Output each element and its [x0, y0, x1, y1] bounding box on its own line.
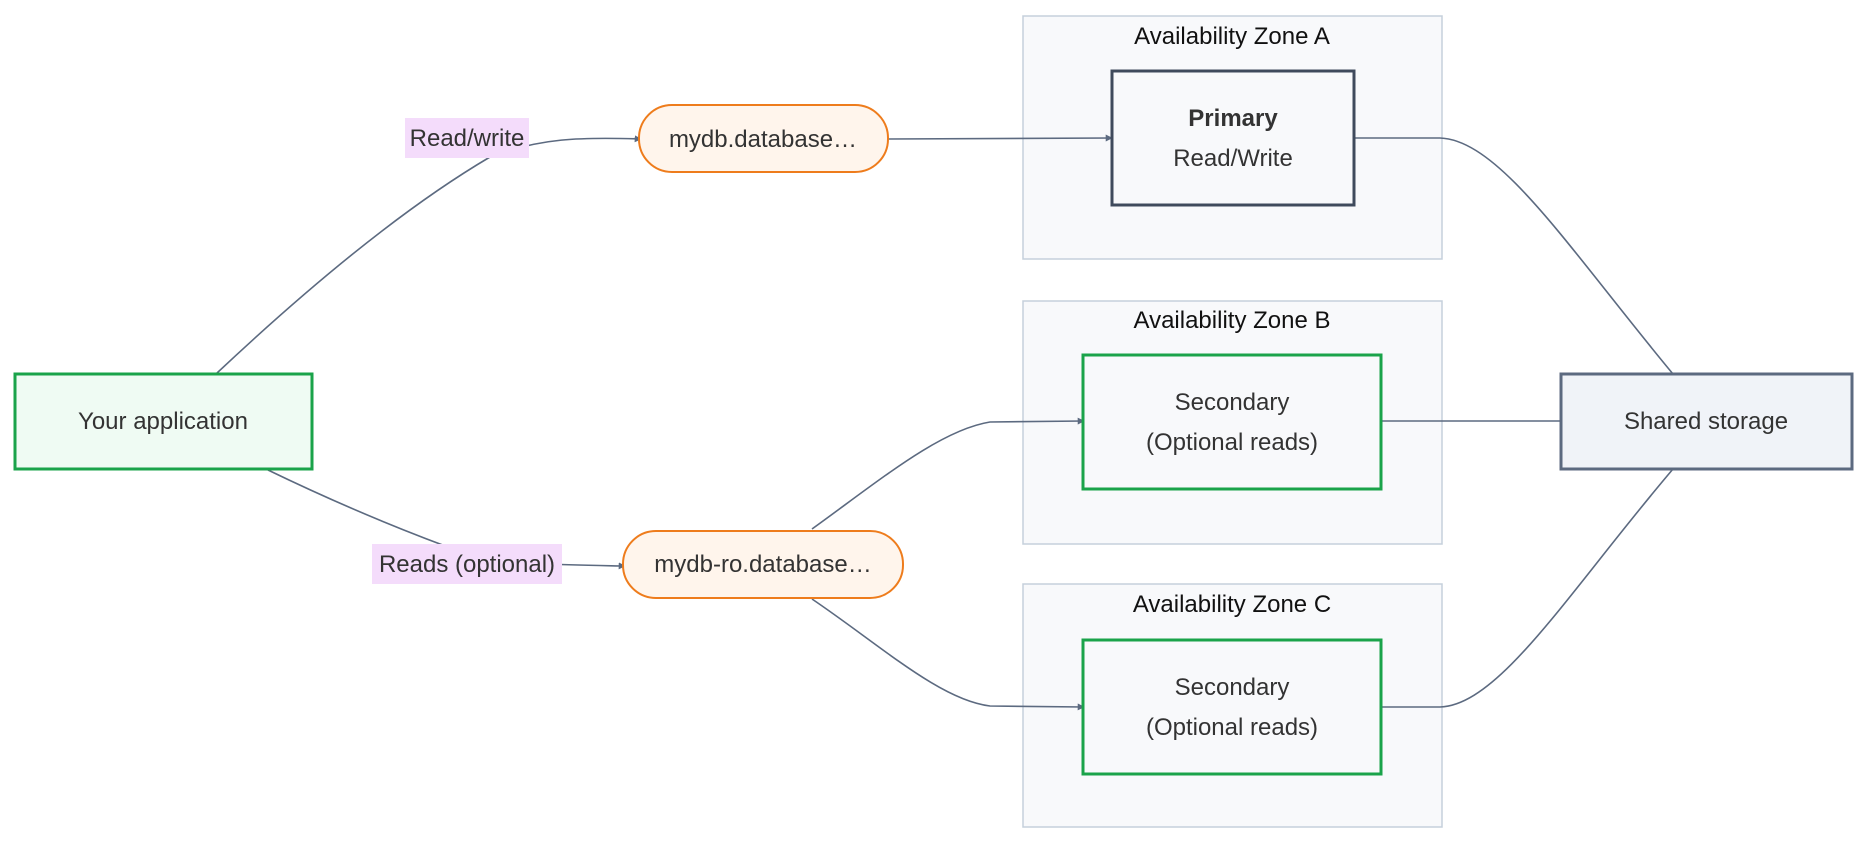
secondary-b-line2: (Optional reads)	[1146, 429, 1318, 456]
shared-storage-box[interactable]	[1559, 372, 1854, 471]
edge-ro-endpoint-to-secondary-b	[811, 417, 1085, 530]
primary-title: Primary	[1188, 105, 1278, 132]
secondary-b-line1: Secondary	[1175, 389, 1290, 416]
node-primary[interactable]: Primary Read/Write	[1110, 69, 1356, 207]
edge-label-read-write-bg	[405, 118, 529, 158]
your-application-box[interactable]	[13, 372, 314, 471]
ro-endpoint-pill[interactable]	[622, 530, 904, 599]
node-secondary-b[interactable]: Secondary (Optional reads)	[1081, 353, 1383, 491]
zone-c-title: Availability Zone C	[1133, 591, 1331, 618]
rw-endpoint-pill[interactable]	[638, 104, 889, 173]
edge-label-read-write-text: Read/write	[410, 125, 525, 152]
shared-storage-label: Shared storage	[1624, 408, 1788, 435]
zone-b-title: Availability Zone B	[1134, 307, 1331, 334]
ro-endpoint-label: mydb-ro.database…	[654, 551, 871, 578]
secondary-c-box[interactable]	[1081, 638, 1383, 776]
edge-label-read-write: Read/write	[405, 118, 529, 158]
secondary-b-box[interactable]	[1081, 353, 1383, 491]
edge-app-to-rw-endpoint	[216, 135, 642, 374]
edge-label-reads-optional-bg	[372, 544, 562, 584]
primary-box[interactable]	[1110, 69, 1356, 207]
edge-ro-endpoint-to-secondary-c	[811, 598, 1085, 711]
edges	[216, 134, 1674, 711]
edge-secondary-c-to-storage	[1382, 468, 1674, 708]
node-your-application[interactable]: Your application	[13, 372, 314, 471]
edge-label-reads-optional-text: Reads (optional)	[379, 551, 555, 578]
node-rw-endpoint[interactable]: mydb.database…	[638, 104, 889, 173]
secondary-c-line1: Secondary	[1175, 674, 1290, 701]
your-application-label: Your application	[78, 408, 248, 435]
node-ro-endpoint[interactable]: mydb-ro.database…	[622, 530, 904, 599]
rw-endpoint-label: mydb.database…	[669, 126, 857, 153]
primary-subtitle: Read/Write	[1173, 145, 1293, 172]
node-shared-storage[interactable]: Shared storage	[1559, 372, 1854, 471]
edge-primary-to-storage	[1354, 137, 1674, 375]
edge-rw-endpoint-to-primary	[887, 134, 1113, 142]
zone-a-title: Availability Zone A	[1134, 23, 1330, 50]
edge-label-reads-optional: Reads (optional)	[372, 544, 562, 584]
secondary-c-line2: (Optional reads)	[1146, 714, 1318, 741]
node-secondary-c[interactable]: Secondary (Optional reads)	[1081, 638, 1383, 776]
